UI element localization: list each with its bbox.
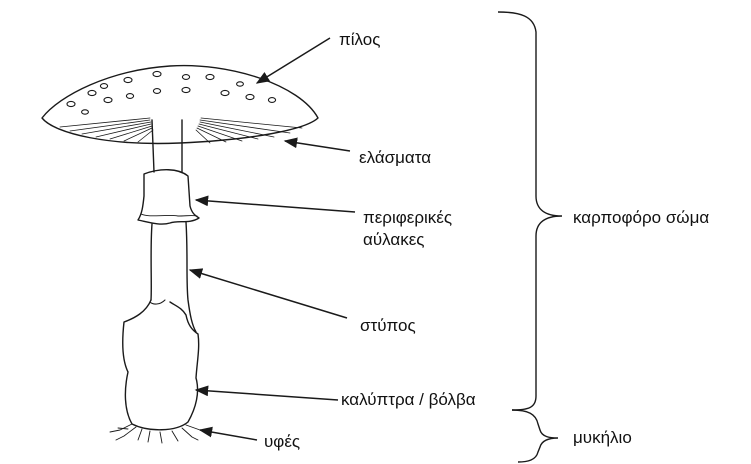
stem-lower bbox=[151, 222, 196, 332]
hyphae bbox=[110, 424, 210, 443]
stem-upper bbox=[152, 120, 182, 172]
label-fruiting-body: καρποφόρο σώμα bbox=[573, 208, 709, 228]
label-ring: περιφερικές αύλακες bbox=[363, 207, 452, 251]
arrow-stem bbox=[190, 270, 347, 318]
cap-spots bbox=[67, 71, 276, 114]
label-ring-line1: περιφερικές bbox=[363, 207, 452, 229]
label-mycelium: μυκήλιο bbox=[573, 428, 632, 448]
arrow-ring bbox=[196, 200, 355, 212]
arrow-volva bbox=[196, 390, 338, 400]
arrow-hyphae bbox=[200, 430, 257, 440]
arrow-gills bbox=[285, 141, 350, 151]
label-gills: ελάσματα bbox=[359, 148, 431, 168]
arrow-cap bbox=[257, 38, 330, 83]
label-ring-line2: αύλακες bbox=[363, 229, 452, 251]
volva bbox=[123, 300, 199, 430]
brace-fruiting-body bbox=[498, 12, 562, 410]
brace-mycelium bbox=[512, 410, 558, 462]
label-hyphae: υφές bbox=[264, 432, 300, 452]
label-volva: καλύπτρα / βόλβα bbox=[341, 390, 476, 410]
label-cap: πίλος bbox=[339, 30, 380, 50]
mushroom-cap bbox=[42, 66, 318, 144]
label-stem: στύπος bbox=[360, 316, 416, 336]
